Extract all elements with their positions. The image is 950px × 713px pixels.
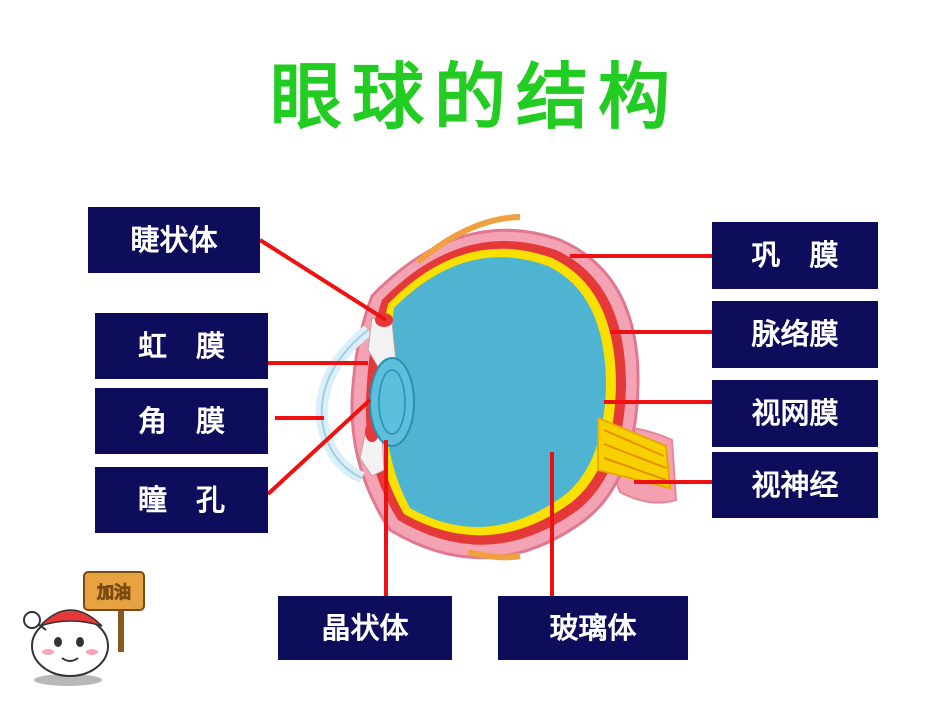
pointer-ciliary-body (258, 238, 388, 322)
label-ciliary-body: 睫状体 (88, 207, 260, 273)
sclera-bottom-band (467, 549, 521, 561)
mascot-sign-text: 加油 (96, 582, 131, 603)
label-optic-nerve: 视神经 (712, 452, 878, 518)
label-iris: 虹 膜 (95, 313, 268, 379)
label-retina: 视网膜 (712, 380, 878, 447)
page-title: 眼球的结构 (269, 55, 680, 139)
label-choroid: 脉络膜 (712, 301, 878, 368)
label-sclera: 巩 膜 (712, 222, 878, 289)
sclera-top-band (416, 214, 521, 265)
mascot-sign (83, 571, 145, 611)
label-vitreous-body: 玻璃体 (498, 596, 688, 660)
label-cornea: 角 膜 (95, 388, 268, 454)
label-lens: 晶状体 (278, 596, 452, 660)
label-pupil: 瞳 孔 (95, 467, 268, 533)
vitreous-body-area (385, 257, 606, 527)
mascot-illustration: 加油 (23, 571, 145, 686)
lens-shape (369, 357, 415, 447)
pointer-pupil (266, 398, 372, 496)
